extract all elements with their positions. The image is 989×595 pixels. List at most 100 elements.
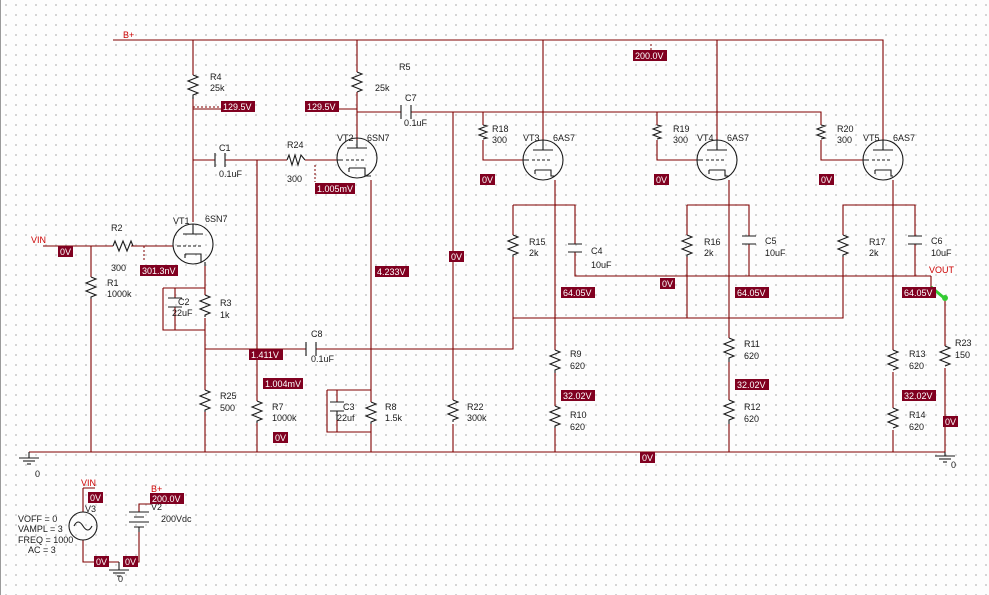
- resistor-r16[interactable]: [680, 234, 694, 257]
- capacitor-c3[interactable]: [330, 401, 344, 420]
- resistor-r7[interactable]: [250, 400, 264, 423]
- tube-vt2[interactable]: [336, 137, 378, 179]
- resistor-r5[interactable]: [350, 71, 364, 93]
- r20-ref: R20: [837, 124, 854, 134]
- voltage-marker: 32.02V: [902, 390, 936, 401]
- tube-vt5[interactable]: [862, 139, 904, 181]
- r11-value: 620: [744, 351, 759, 361]
- resistor-r24[interactable]: [286, 153, 306, 167]
- resistor-r10[interactable]: [548, 405, 562, 428]
- resistor-r14[interactable]: [886, 407, 900, 429]
- c3-ref: C3: [343, 402, 355, 412]
- r13-ref: R13: [909, 349, 926, 359]
- resistor-r15[interactable]: [506, 234, 520, 257]
- tube-vt1-type: 6SN7: [205, 214, 228, 224]
- probe-leaders: [143, 44, 652, 438]
- r18-ref: R18: [492, 124, 509, 134]
- net-label-vout: VOUT: [929, 265, 955, 275]
- capacitor-c2[interactable]: [168, 297, 182, 308]
- r5-ref: R5: [399, 62, 411, 72]
- capacitor-c5[interactable]: [742, 235, 756, 245]
- svg-text:0V: 0V: [451, 252, 462, 262]
- svg-text:64.05V: 64.05V: [563, 288, 592, 298]
- voltage-marker: 0V: [660, 278, 675, 289]
- voltage-marker: 301.3nV: [140, 265, 178, 276]
- r3-ref: R3: [220, 298, 232, 308]
- tube-vt5-type: 6AS7: [893, 133, 915, 143]
- r8-ref: R8: [385, 402, 397, 412]
- voltage-marker: 129.5V: [221, 101, 255, 112]
- svg-text:1.005mV: 1.005mV: [317, 184, 353, 194]
- voltage-markers[interactable]: 200.0V 129.5V 129.5V 1.005mV 0V 0V 0V 0V…: [58, 50, 958, 567]
- resistor-r17[interactable]: [836, 234, 850, 257]
- wires: [29, 39, 946, 566]
- resistor-r1[interactable]: [84, 276, 98, 299]
- resistor-r20[interactable]: [815, 124, 827, 140]
- svg-text:1.004mV: 1.004mV: [265, 379, 301, 389]
- ground-symbol-left: [18, 457, 40, 465]
- tube-vt4[interactable]: [696, 139, 738, 181]
- ac-source-v3[interactable]: [68, 511, 98, 541]
- resistor-r2[interactable]: [112, 239, 134, 253]
- tube-vt2-type: 6SN7: [367, 133, 390, 143]
- resistor-r8[interactable]: [364, 401, 378, 424]
- resistor-r13[interactable]: [886, 349, 900, 371]
- r23-value: 150: [955, 350, 970, 360]
- c5-value: 10uF: [765, 248, 786, 258]
- voltage-marker: 32.02V: [735, 379, 769, 390]
- resistor-r19[interactable]: [651, 124, 663, 140]
- dc-source-v2[interactable]: [129, 511, 149, 532]
- voltage-marker: 0V: [88, 492, 103, 503]
- r15-value: 2k: [529, 248, 539, 258]
- capacitor-c6[interactable]: [908, 235, 922, 245]
- capacitor-c7[interactable]: [400, 105, 412, 119]
- r5-value: 25k: [375, 83, 390, 93]
- r18-value: 300: [492, 135, 507, 145]
- capacitor-c4[interactable]: [568, 243, 582, 253]
- tube-vt1[interactable]: [172, 223, 214, 266]
- c8-value: 0.1uF: [311, 354, 335, 364]
- r7-ref: R7: [272, 402, 284, 412]
- r12-ref: R12: [744, 402, 761, 412]
- r1-ref: R1: [107, 278, 119, 288]
- capacitor-c1[interactable]: [214, 153, 226, 167]
- tube-vt3-ref: VT3: [523, 133, 540, 143]
- resistor-r12[interactable]: [722, 399, 736, 424]
- capacitor-labels: C1 0.1uF C7 0.1uF C8 0.1uF C2 22uF C3 22…: [172, 93, 952, 423]
- r2-value: 300: [111, 263, 126, 273]
- tube-vt2-ref: VT2: [337, 133, 354, 143]
- tube-vt3[interactable]: [522, 139, 564, 181]
- resistor-r18[interactable]: [477, 124, 489, 140]
- r7-value: 1000k: [272, 413, 297, 423]
- voltage-marker: 0V: [640, 452, 655, 463]
- v2-ref: V2: [151, 502, 162, 512]
- resistor-r11[interactable]: [722, 337, 736, 362]
- voltage-marker: 1.411V: [249, 349, 283, 360]
- r20-value: 300: [837, 135, 852, 145]
- voltage-marker: 129.5V: [305, 101, 339, 112]
- v3-param-voff: VOFF = 0: [18, 514, 57, 524]
- resistor-r3[interactable]: [198, 294, 212, 317]
- r8-value: 1.5k: [385, 413, 403, 423]
- r13-value: 620: [909, 361, 924, 371]
- r25-ref: R25: [220, 391, 237, 401]
- voltage-marker: 0V: [449, 251, 464, 262]
- r17-value: 2k: [869, 248, 879, 258]
- capacitor-c8[interactable]: [305, 342, 317, 356]
- resistor-r9[interactable]: [548, 349, 562, 373]
- voltage-marker: 0V: [943, 416, 958, 427]
- c6-value: 10uF: [931, 248, 952, 258]
- svg-text:0V: 0V: [96, 557, 107, 567]
- resistor-r23[interactable]: [938, 345, 952, 367]
- r24-ref: R24: [287, 140, 304, 150]
- c1-ref: C1: [219, 143, 231, 153]
- resistor-r25[interactable]: [198, 389, 212, 412]
- svg-text:0V: 0V: [482, 175, 493, 185]
- r9-value: 620: [570, 361, 585, 371]
- resistor-r4[interactable]: [186, 74, 200, 99]
- source-labels: V3 VOFF = 0 VAMPL = 3 FREQ = 1000 AC = 3…: [18, 502, 192, 555]
- resistor-r22[interactable]: [446, 399, 460, 422]
- voltage-marker: 200.0V: [150, 493, 184, 504]
- ground-label-sources: 0: [118, 574, 123, 584]
